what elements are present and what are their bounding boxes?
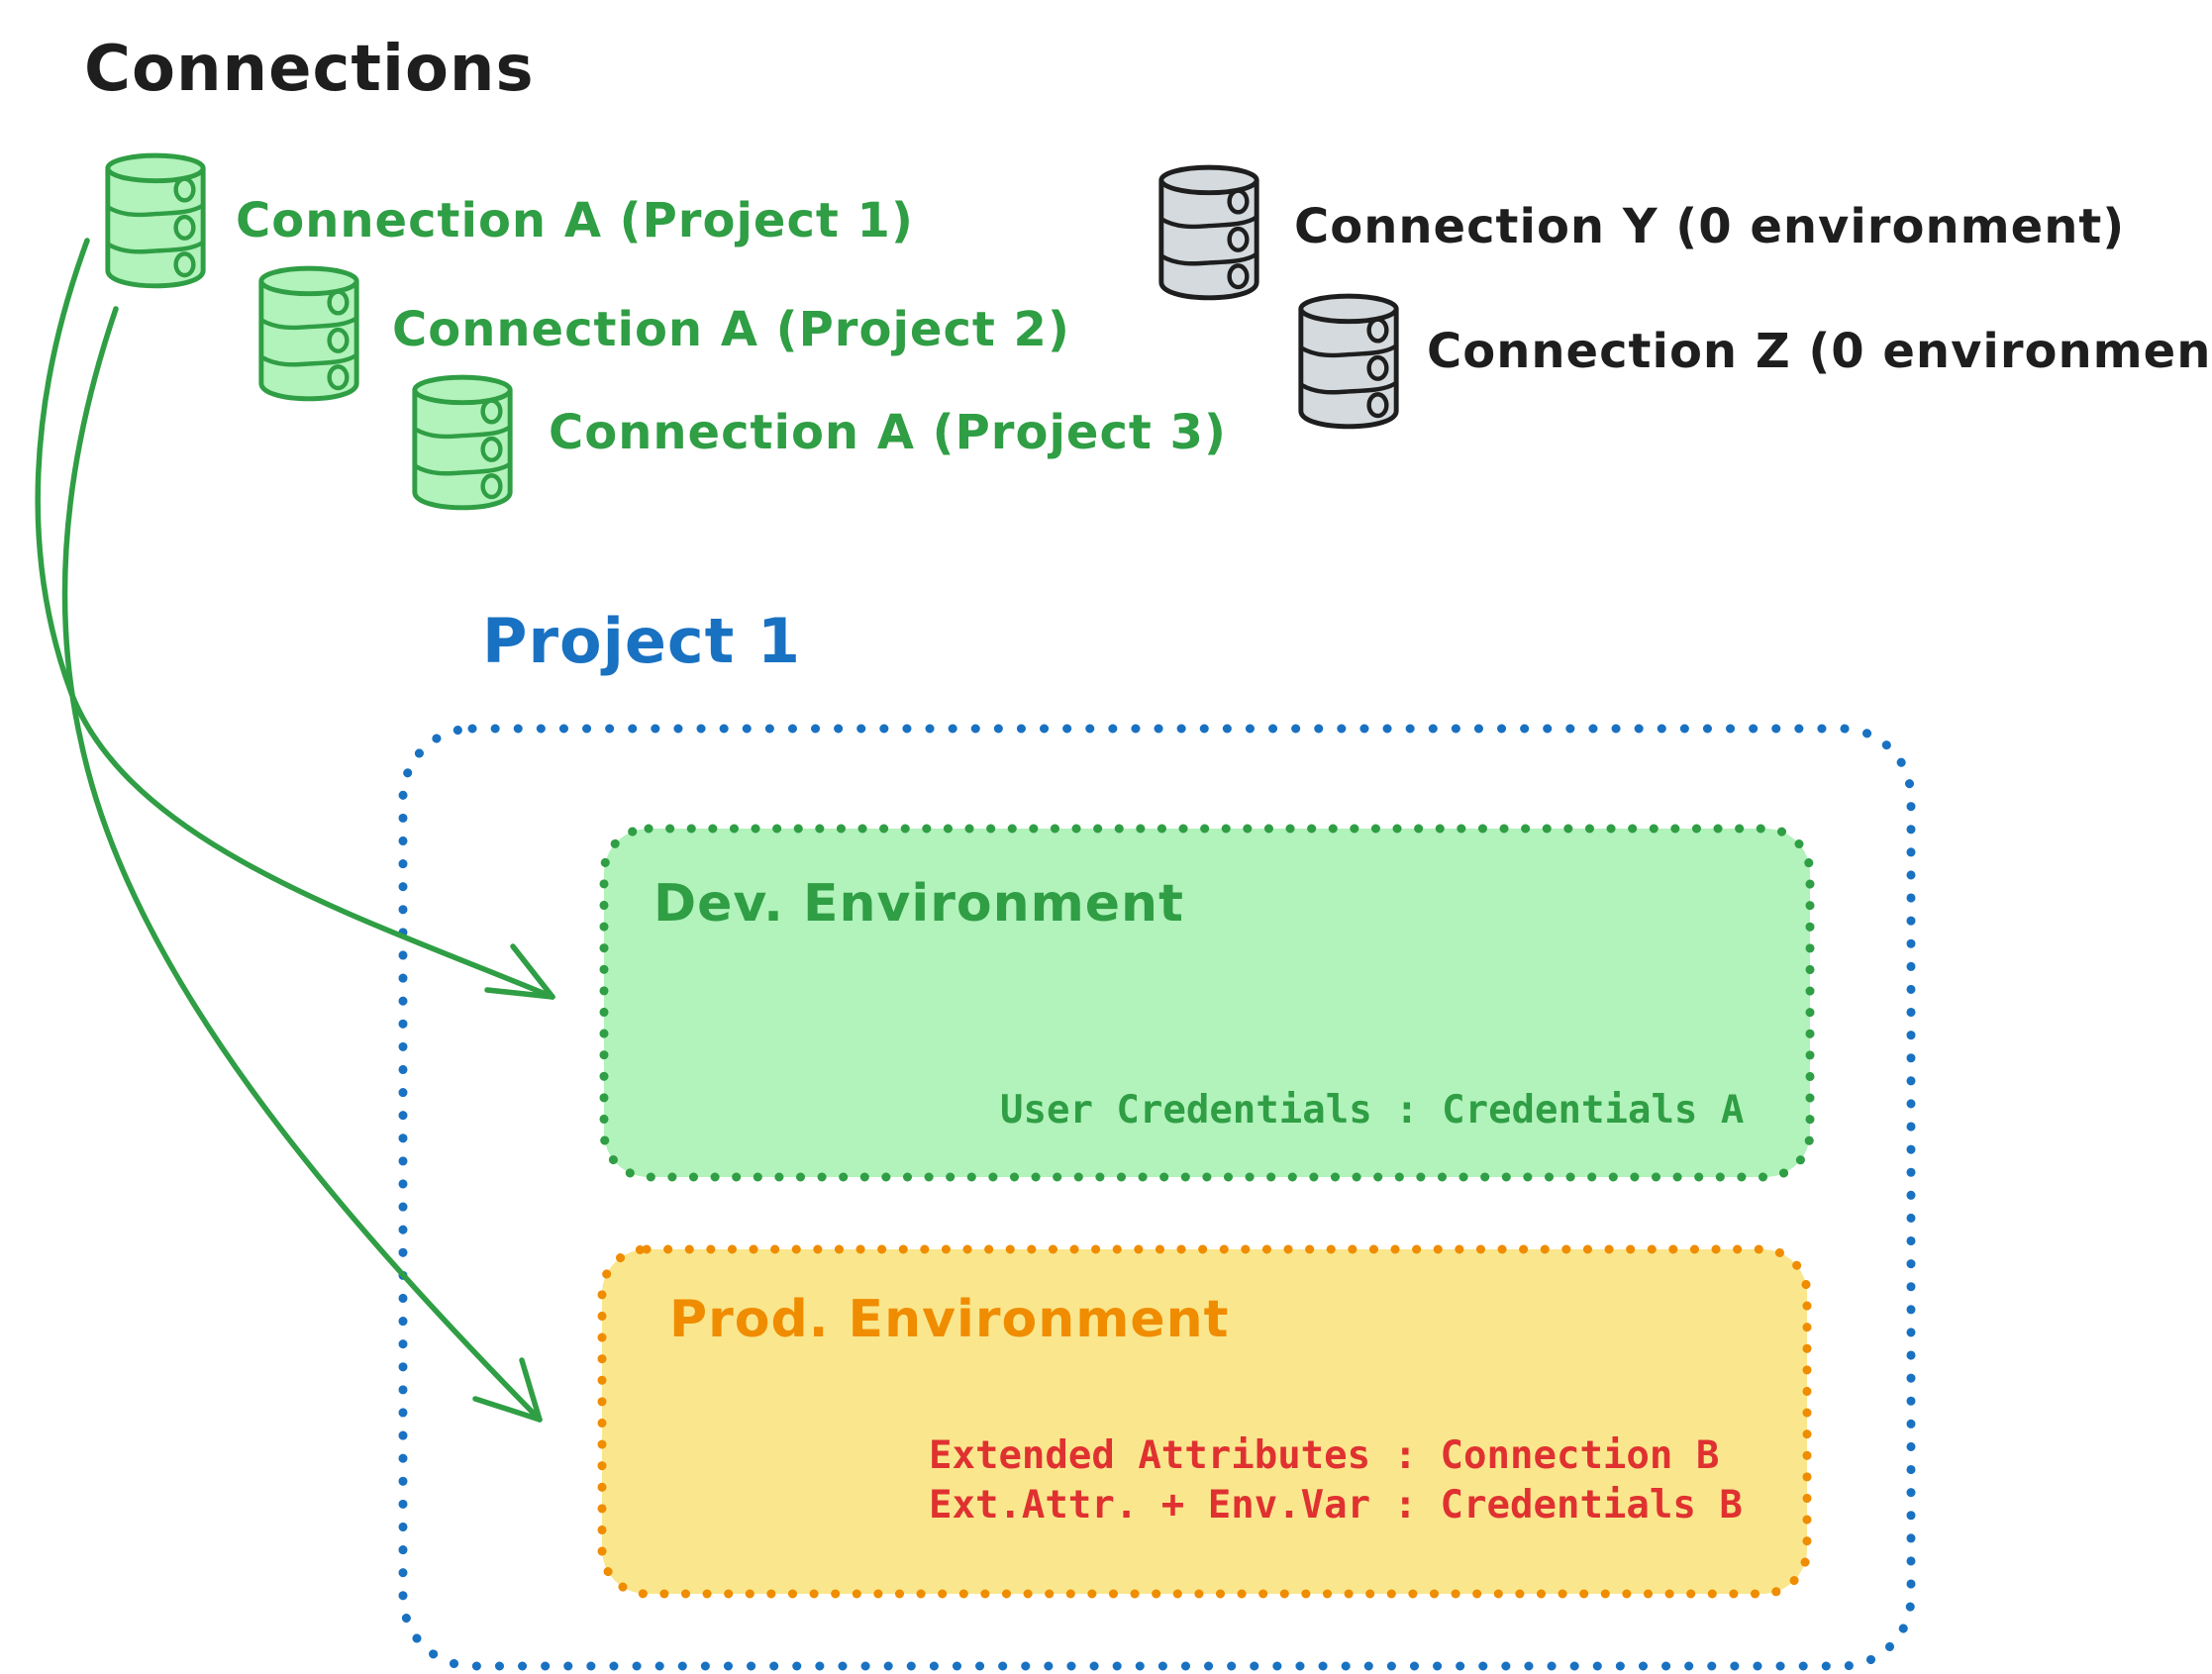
connection-a-project-3-label: Connection A (Project 3) (549, 405, 1227, 460)
prod-environment-box (597, 1244, 1812, 1599)
connection-z-label: Connection Z (0 environment) (1427, 324, 2212, 379)
prod-credentials-mappings: Extended Attributes : Connection B Ext.A… (929, 1431, 1743, 1530)
connection-a-project-2-label: Connection A (Project 2) (392, 302, 1070, 357)
connection-a-project-1-label: Connection A (Project 1) (236, 193, 914, 248)
prod-environment-title: Prod. Environment (669, 1290, 1230, 1349)
project-1-box (398, 724, 1916, 1671)
dev-environment-box (599, 824, 1815, 1182)
arrow-connection-a-to-prod (61, 306, 543, 1423)
dev-credentials-mapping: User Credentials : Credentials A (1000, 1088, 1745, 1132)
database-icon-connection-a-project-1 (107, 155, 204, 286)
connections-title: Connections (84, 33, 535, 106)
prod-mapping-line-1: Extended Attributes : Connection B (929, 1433, 1720, 1478)
project-1-title: Project 1 (482, 605, 802, 677)
database-icon-connection-a-project-2 (260, 268, 357, 399)
database-icon-connection-a-project-3 (414, 377, 511, 508)
connection-y-label: Connection Y (0 environment) (1294, 199, 2126, 254)
database-icon-connection-z (1300, 296, 1397, 427)
dev-environment-title: Dev. Environment (654, 874, 1184, 934)
prod-mapping-line-2: Ext.Attr. + Env.Var : Credentials B (929, 1483, 1743, 1527)
database-icon-connection-y (1160, 167, 1257, 298)
